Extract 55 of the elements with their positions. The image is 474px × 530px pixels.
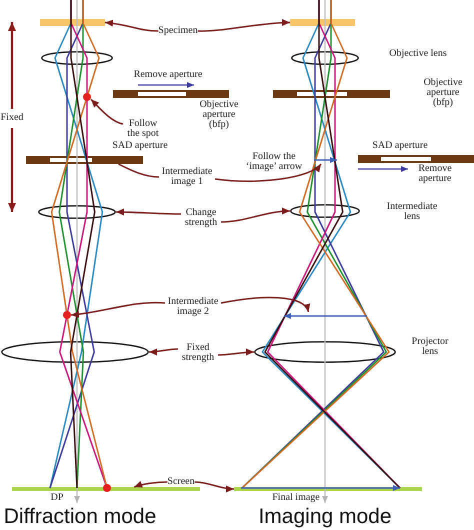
leader-arrow xyxy=(104,20,158,32)
leader-arrow xyxy=(116,208,181,216)
leader-arrow xyxy=(148,348,178,356)
callout-label: Specimen xyxy=(158,26,198,36)
part-label: Objective aperture (bfp) xyxy=(198,100,240,130)
lens-ellipse xyxy=(291,51,359,65)
specimen-bar xyxy=(290,19,355,26)
callout-label: Change strength xyxy=(181,208,221,228)
action-label: Remove aperture xyxy=(134,70,202,80)
part-label: Objective lens xyxy=(389,49,447,59)
callout-label: Fixed strength xyxy=(178,343,218,363)
lens-ellipse xyxy=(1,341,149,363)
callout-label: Screen xyxy=(167,477,195,487)
part-label: Objective aperture (bfp) xyxy=(422,78,464,108)
lens-ellipse xyxy=(38,205,116,219)
dot-icon xyxy=(63,311,71,319)
aperture-bar xyxy=(26,156,143,164)
action-label: Remove aperture xyxy=(417,164,453,184)
leader-arrow xyxy=(220,208,290,223)
leader-arrow xyxy=(134,481,168,488)
dot-icon xyxy=(103,484,111,492)
part-label: SAD aperture xyxy=(372,141,428,151)
image-arrow xyxy=(313,156,338,164)
callout-label: Follow the spot xyxy=(123,119,163,139)
leader-arrow xyxy=(194,481,234,492)
mode-title: Imaging mode xyxy=(258,506,392,528)
lens-ellipse xyxy=(290,204,360,218)
specimen-bar xyxy=(40,19,105,26)
leader-arrow xyxy=(198,19,290,32)
plane-label: Final image xyxy=(272,493,320,503)
leader-line xyxy=(118,163,160,178)
callout-label: Intermediate image 1 xyxy=(159,167,215,187)
leader-arrow xyxy=(90,98,124,125)
lens-ellipse xyxy=(254,341,396,363)
plane-label: DP xyxy=(50,493,64,503)
part-label: SAD aperture xyxy=(112,141,168,151)
dot-icon xyxy=(83,93,91,101)
aperture-bar xyxy=(273,90,390,98)
image-arrow xyxy=(240,484,401,492)
edge-label: Follow the ‘image’ arrow xyxy=(244,152,304,172)
leader-arrow xyxy=(70,302,166,318)
leader-arrow xyxy=(218,348,254,356)
aperture-bar xyxy=(358,155,474,163)
lens-ellipse xyxy=(41,51,113,65)
screen-bar xyxy=(234,487,422,491)
aperture-bar xyxy=(113,90,229,98)
range-label: Fixed xyxy=(0,113,24,123)
callout-label: Intermediate image 2 xyxy=(165,297,221,317)
part-label: Projector lens xyxy=(410,337,450,357)
leader-arrow xyxy=(214,163,322,182)
image-arrow xyxy=(283,312,368,320)
leader-arrow xyxy=(220,296,310,312)
mode-title: Diffraction mode xyxy=(4,506,156,528)
screen-bar xyxy=(12,487,200,491)
part-label: Intermediate lens xyxy=(386,202,438,222)
